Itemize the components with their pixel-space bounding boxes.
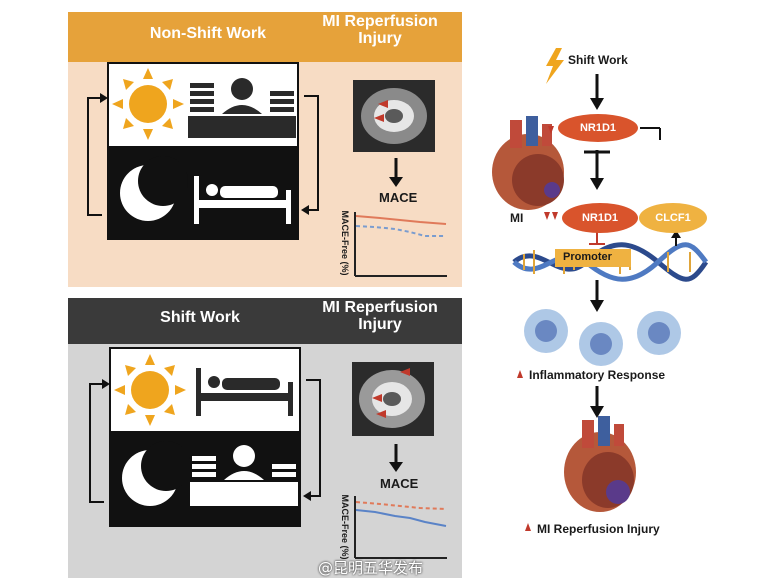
non-shift-work-header-bar [68,12,462,62]
mace-free-axis-label-bottom: MACE-Free (%) [340,494,350,560]
mace-label-bottom: MACE [380,476,419,491]
bed-icon [194,176,291,224]
promoter-box [555,249,631,267]
heart-top-icon [492,116,564,210]
mi-label: MI [510,211,524,225]
cycle-arrow-right-bottom [306,379,321,497]
mi-reperfusion-title-bottom-line2: Injury [358,315,402,333]
moon-icon [120,156,188,221]
mi-reperfusion-title-bottom-line1: MI Reperfusion [322,299,438,316]
cycle-arrow-right-top [304,95,319,211]
mace-free-axis-label-top: MACE-Free (%) [340,210,350,276]
mace-label-top: MACE [379,190,418,205]
mi-reperfusion-title-top: MI Reperfusion Injury [305,13,455,48]
shift-work-title: Shift Work [160,309,240,326]
dna-helix [512,242,709,282]
shift-work-header-bar [68,298,462,344]
bed-icon-bottom [196,368,293,416]
mri-red-arrows-bottom [372,368,410,418]
sun-icon-bottom [114,354,186,426]
sun-icon [112,68,184,140]
mri-red-arrows-top [374,100,388,122]
clcf1-pill: CLCF1 [639,203,707,233]
inflammatory-cells [524,309,681,366]
office-worker-icon-bottom [190,445,298,506]
mace-chart-bottom [354,496,447,559]
mace-chart-top [354,212,447,277]
nr1d1-mid-pill: NR1D1 [562,203,638,233]
watermark: @昆明五华发布 [318,559,424,577]
heart-bottom-icon [564,416,636,512]
cycle-arrow-left-bottom [89,383,104,503]
non-shift-work-title: Non-Shift Work [149,25,267,42]
mi-reperfusion-title-bottom: MI Reperfusion Injury [305,299,455,334]
lightning-icon [546,48,564,84]
nr1d1-top-pill: NR1D1 [558,114,638,142]
inflammatory-response-label: Inflammatory Response [529,368,666,382]
moon-icon-bottom [122,441,191,506]
office-worker-icon [188,78,296,138]
mi-reperfusion-outcome-label: MI Reperfusion Injury [537,522,660,536]
mi-reperfusion-title-top-line2: Injury [358,29,402,47]
shift-work-label: Shift Work [568,53,628,67]
mi-reperfusion-title-top-line1: MI Reperfusion [322,13,438,30]
cycle-arrow-left-top [87,97,102,216]
promoter-label: Promoter [563,251,612,263]
